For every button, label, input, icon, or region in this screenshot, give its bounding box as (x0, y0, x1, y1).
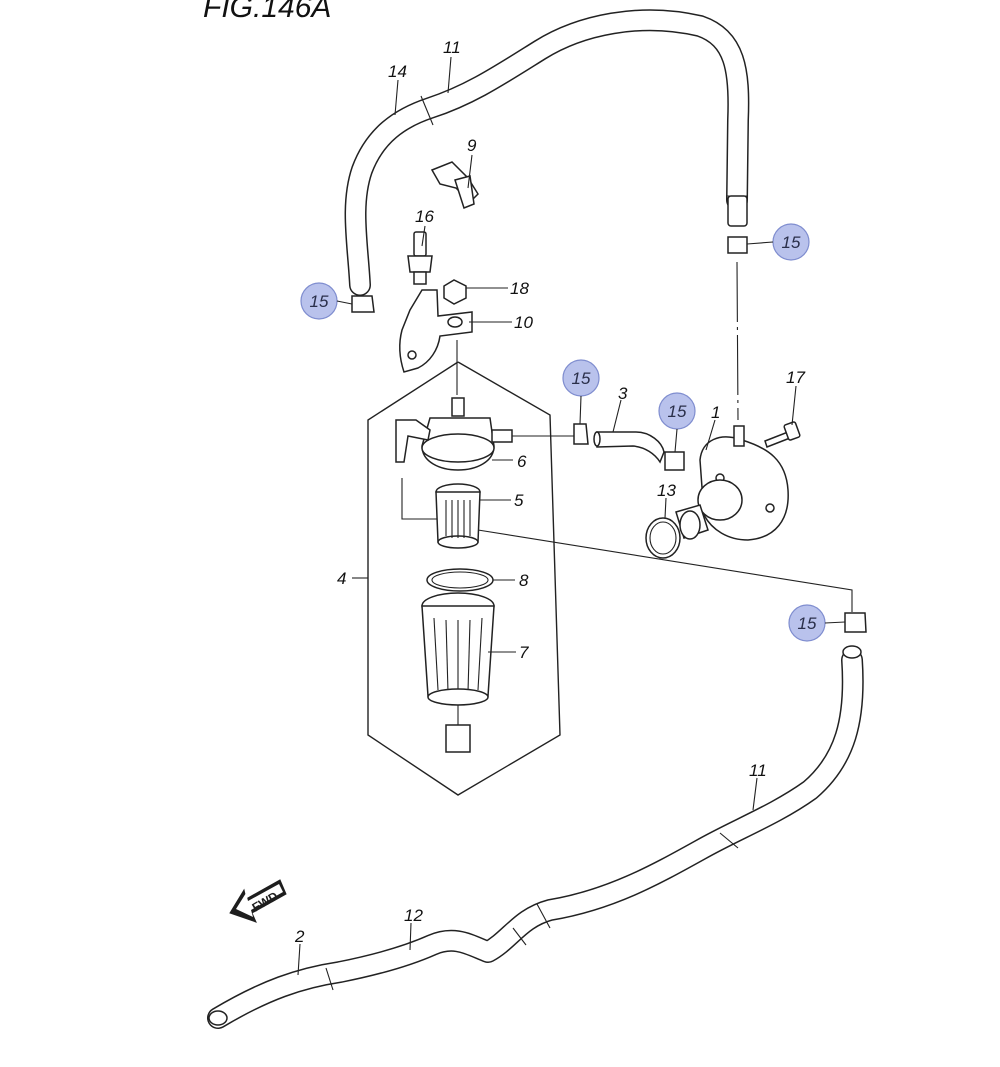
fuel-pump (675, 425, 789, 541)
filter-head-6 (395, 397, 513, 471)
callout-11-lower: 11 (749, 761, 767, 780)
callout-6: 6 (517, 452, 527, 471)
leader-lines (367, 261, 853, 796)
callout-1: 1 (711, 403, 720, 422)
callout-12: 12 (404, 906, 423, 925)
callout-8: 8 (519, 571, 529, 590)
filter-bowl-7 (421, 592, 495, 753)
bolt-17 (764, 421, 801, 448)
fwd-arrow-icon: FWD (229, 879, 287, 923)
callout-10: 10 (514, 313, 533, 332)
highlight-badge[interactable]: 15 (788, 604, 826, 642)
callout-14: 14 (388, 62, 407, 81)
callout-4: 4 (337, 569, 346, 588)
callout-2: 2 (294, 927, 305, 946)
nut-18 (443, 279, 467, 305)
highlight-badge[interactable]: 15 (562, 359, 600, 397)
o-ring-13 (645, 517, 681, 559)
filter-element-5 (435, 483, 481, 549)
badge-label: 15 (782, 233, 801, 252)
callout-17: 17 (786, 368, 805, 387)
callout-16: 16 (415, 207, 434, 226)
callout-5: 5 (514, 491, 524, 510)
hose-3 (593, 431, 665, 464)
badge-label: 15 (798, 614, 817, 633)
clamp-15 (351, 236, 867, 633)
callout-7: 7 (519, 643, 529, 662)
highlight-badge[interactable]: 15 (772, 223, 810, 261)
callout-3: 3 (618, 384, 628, 403)
callout-11: 11 (443, 38, 461, 57)
badge-label: 15 (310, 292, 329, 311)
badge-label: 15 (668, 402, 687, 421)
callout-leaders (297, 56, 797, 976)
badge-label: 15 (572, 369, 591, 388)
clip-9 (430, 161, 479, 209)
bolt-16 (407, 231, 433, 285)
bracket-10 (399, 289, 473, 373)
lower-fuel-hose (207, 645, 864, 1029)
highlight-badge[interactable]: 15 (300, 282, 338, 320)
callout-13: 13 (657, 481, 676, 500)
highlight-badge[interactable]: 15 (658, 392, 696, 430)
upper-fuel-hose (344, 9, 750, 296)
callout-18: 18 (510, 279, 529, 298)
callout-9: 9 (467, 136, 477, 155)
figure-title: FIG.146A (203, 0, 331, 24)
